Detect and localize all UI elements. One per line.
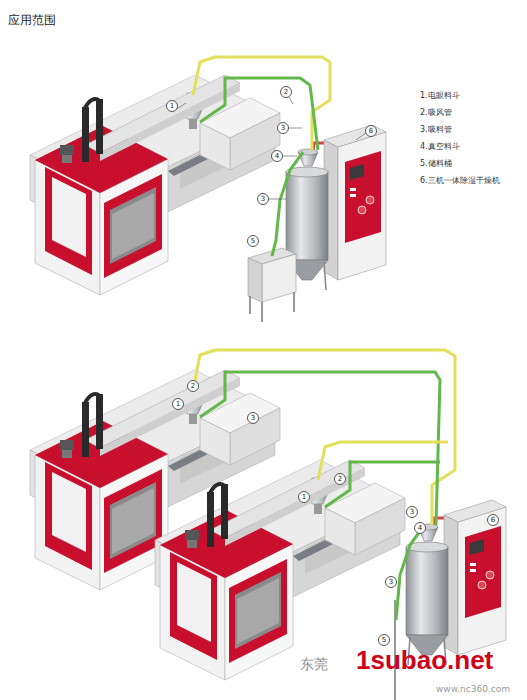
callout-number: 6 [365, 125, 377, 137]
callout-number: 1 [298, 491, 310, 503]
legend-item: 6.三机一体除湿干燥机 [420, 175, 500, 186]
callout-number: 5 [378, 634, 390, 646]
legend-item: 5.储料桶 [420, 158, 452, 169]
callout-number: 1 [172, 398, 184, 410]
legend-item: 2.吸风管 [420, 107, 452, 118]
callout-number: 3 [385, 576, 397, 588]
callout-number: 6 [487, 514, 499, 526]
page-title: 应用范围 [8, 12, 56, 29]
legend-item: 3.吸料管 [420, 124, 452, 135]
watermark: 东莞 [300, 656, 328, 674]
callout-number: 2 [334, 473, 346, 485]
watermark: 1subao.net [356, 645, 493, 676]
callout-number: 3 [247, 412, 259, 424]
legend-item: 4.真空料斗 [420, 141, 460, 152]
callout-number: 2 [280, 86, 292, 98]
callout-number: 2 [187, 380, 199, 392]
callout-number: 4 [414, 522, 426, 534]
callout-number: 3 [277, 122, 289, 134]
callout-number: 3 [406, 506, 418, 518]
callout-number: 4 [271, 150, 283, 162]
callout-number: 1 [166, 100, 178, 112]
callout-number: 3 [257, 193, 269, 205]
watermark: www.nc360.com [436, 684, 510, 694]
callout-number: 5 [247, 235, 259, 247]
legend-item: 1.电眼料斗 [420, 90, 460, 101]
